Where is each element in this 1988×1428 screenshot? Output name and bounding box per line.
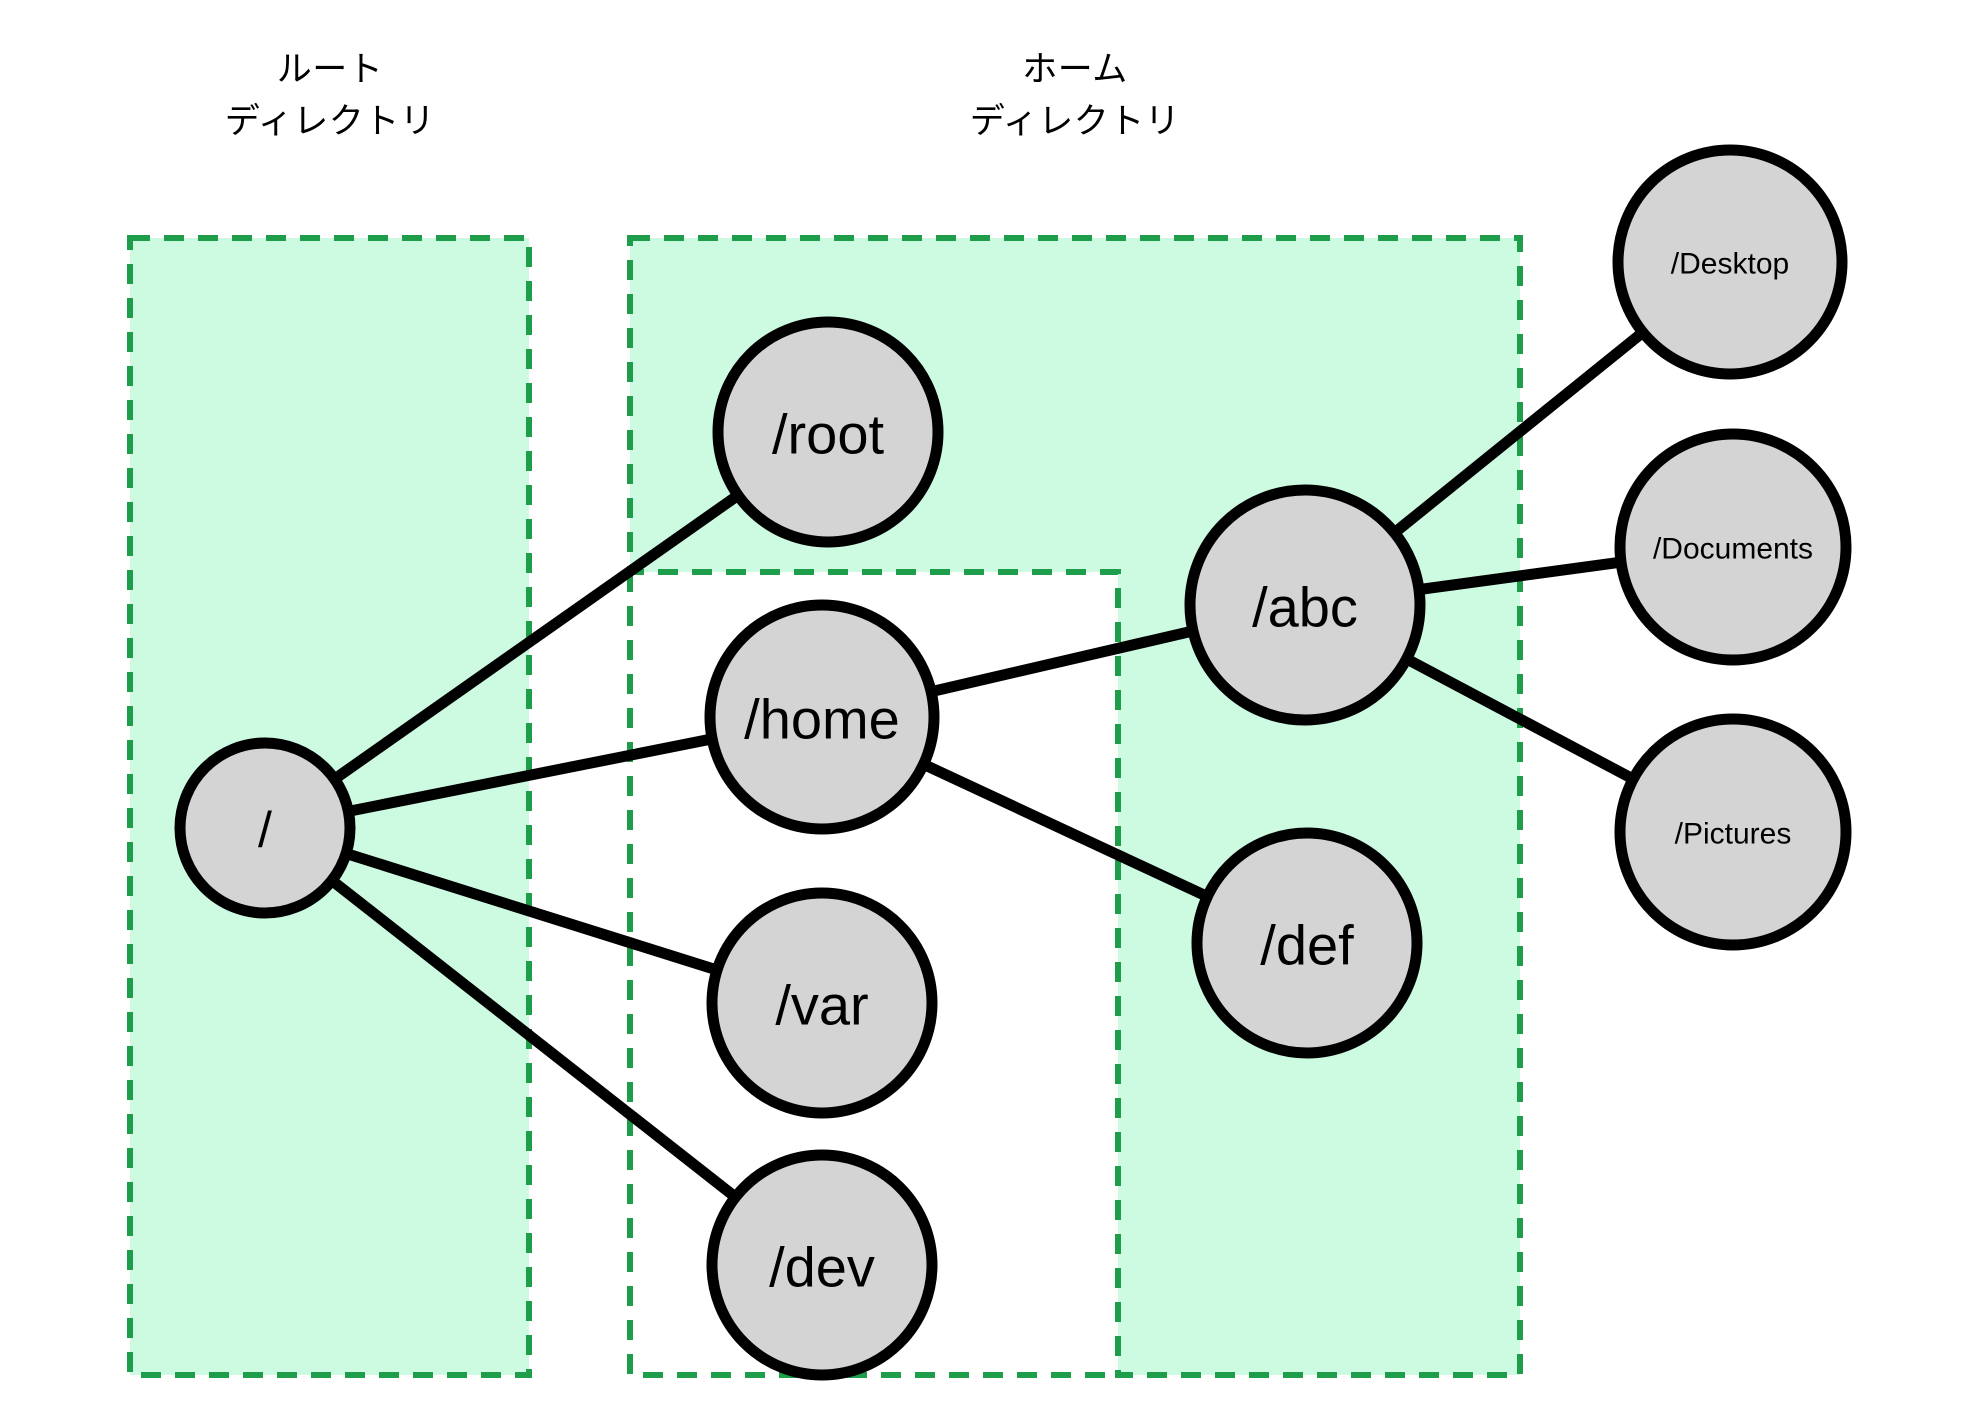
node-circle-desktop: [1612, 144, 1848, 380]
nodes-layer: / /root/home/var/dev/abc/def/Desktop/Docu…: [174, 144, 1852, 1381]
node-circle-pictures: [1614, 713, 1852, 951]
node-abc[interactable]: /abc: [1184, 484, 1426, 726]
node-circle-def: [1191, 827, 1423, 1059]
node-label-root-dir: /root: [772, 403, 884, 466]
node-label-desktop: /Desktop: [1671, 248, 1789, 281]
node-root[interactable]: /: [174, 737, 356, 919]
node-root-dir[interactable]: /root: [712, 316, 944, 548]
node-label-dev: /dev: [769, 1236, 875, 1299]
root-directory-caption: ルート ディレクトリ: [224, 50, 436, 141]
node-label-documents: /Documents: [1653, 533, 1813, 566]
home-directory-group-cutout-border: [627, 572, 1118, 1378]
node-circle-var: [706, 887, 938, 1119]
node-label-root: /: [258, 802, 272, 858]
node-desktop[interactable]: /Desktop: [1612, 144, 1848, 380]
node-label-abc: /abc: [1252, 576, 1358, 639]
node-label-home: /home: [744, 688, 900, 751]
node-documents[interactable]: /Documents: [1614, 428, 1852, 666]
node-dev[interactable]: /dev: [706, 1149, 938, 1381]
home-directory-caption: ホーム ディレクトリ: [969, 50, 1181, 141]
node-circle-root: [174, 737, 356, 919]
node-label-pictures: /Pictures: [1675, 818, 1792, 851]
node-circle-dev: [706, 1149, 938, 1381]
node-label-def: /def: [1260, 914, 1354, 977]
node-circle-abc: [1184, 484, 1426, 726]
edge-root-to-dev: [259, 822, 828, 1271]
node-circle-home: [704, 599, 940, 835]
node-def[interactable]: /def: [1191, 827, 1423, 1059]
node-circle-documents: [1614, 428, 1852, 666]
node-circle-root-dir: [712, 316, 944, 548]
node-label-var: /var: [775, 974, 868, 1037]
node-var[interactable]: /var: [706, 887, 938, 1119]
node-pictures[interactable]: /Pictures: [1614, 713, 1852, 951]
node-home[interactable]: /home: [704, 599, 940, 835]
